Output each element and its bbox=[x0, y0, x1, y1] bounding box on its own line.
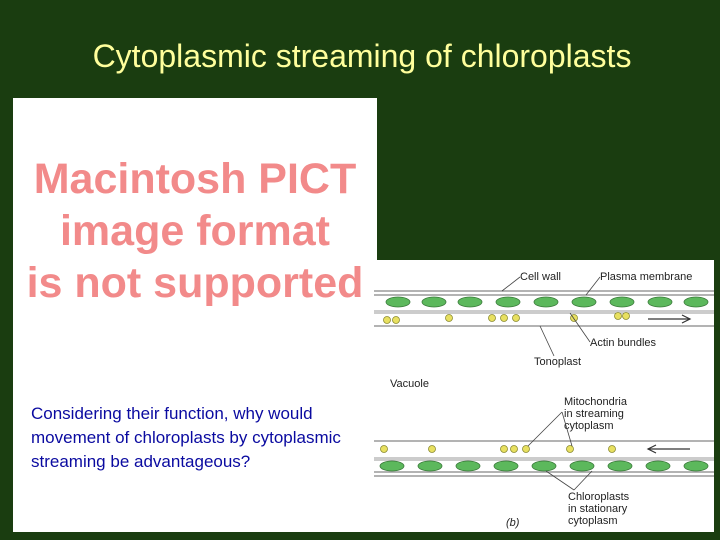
upper-mitochondria bbox=[383, 312, 630, 324]
panel-label: (b) bbox=[506, 517, 520, 529]
upper-cell-edge bbox=[374, 290, 714, 327]
label-vacuole: Vacuole bbox=[390, 378, 429, 390]
lower-streaming-arrow bbox=[646, 444, 690, 454]
question-text: Considering their function, why would mo… bbox=[31, 404, 341, 471]
label-plasma-membrane: Plasma membrane bbox=[600, 271, 692, 283]
lower-chloroplasts bbox=[379, 460, 709, 472]
slide-title: Cytoplasmic streaming of chloroplasts bbox=[92, 38, 632, 74]
diagram-svg: Cell wall Plasma membrane Actin bundles … bbox=[374, 271, 714, 529]
question-panel: Considering their function, why would mo… bbox=[13, 372, 377, 532]
pict-error-line-2: image format bbox=[59, 207, 330, 255]
label-chloroplasts-3: cytoplasm bbox=[568, 515, 618, 527]
lower-labels: Mitochondria in streaming cytoplasm Chlo… bbox=[506, 396, 630, 529]
missing-image-placeholder: Macintosh PICT image format is not suppo… bbox=[13, 98, 377, 372]
label-actin-bundles: Actin bundles bbox=[590, 337, 657, 349]
upper-chloroplasts bbox=[385, 296, 709, 308]
label-mitochondria-3: cytoplasm bbox=[564, 420, 614, 432]
lower-leader-lines bbox=[527, 411, 593, 491]
pict-error-line-1: Macintosh PICT bbox=[33, 155, 357, 203]
lower-mitochondria bbox=[380, 445, 616, 453]
pict-error-line-3: is not supported bbox=[26, 259, 364, 307]
label-tonoplast: Tonoplast bbox=[534, 356, 581, 368]
label-cell-wall: Cell wall bbox=[520, 271, 561, 283]
label-mitochondria-1: Mitochondria bbox=[564, 396, 628, 408]
upper-leader-lines bbox=[501, 276, 601, 357]
label-chloroplasts-1: Chloroplasts bbox=[568, 491, 630, 503]
pict-error-text: Macintosh PICT image format is not suppo… bbox=[13, 153, 377, 309]
label-chloroplasts-2: in stationary bbox=[568, 503, 628, 515]
cytoplasmic-streaming-diagram: Cell wall Plasma membrane Actin bundles … bbox=[374, 260, 714, 532]
lower-cell-edge bbox=[374, 440, 714, 477]
upper-labels: Cell wall Plasma membrane Actin bundles … bbox=[390, 271, 692, 390]
label-mitochondria-2: in streaming bbox=[564, 408, 624, 420]
upper-streaming-arrow bbox=[648, 314, 692, 324]
